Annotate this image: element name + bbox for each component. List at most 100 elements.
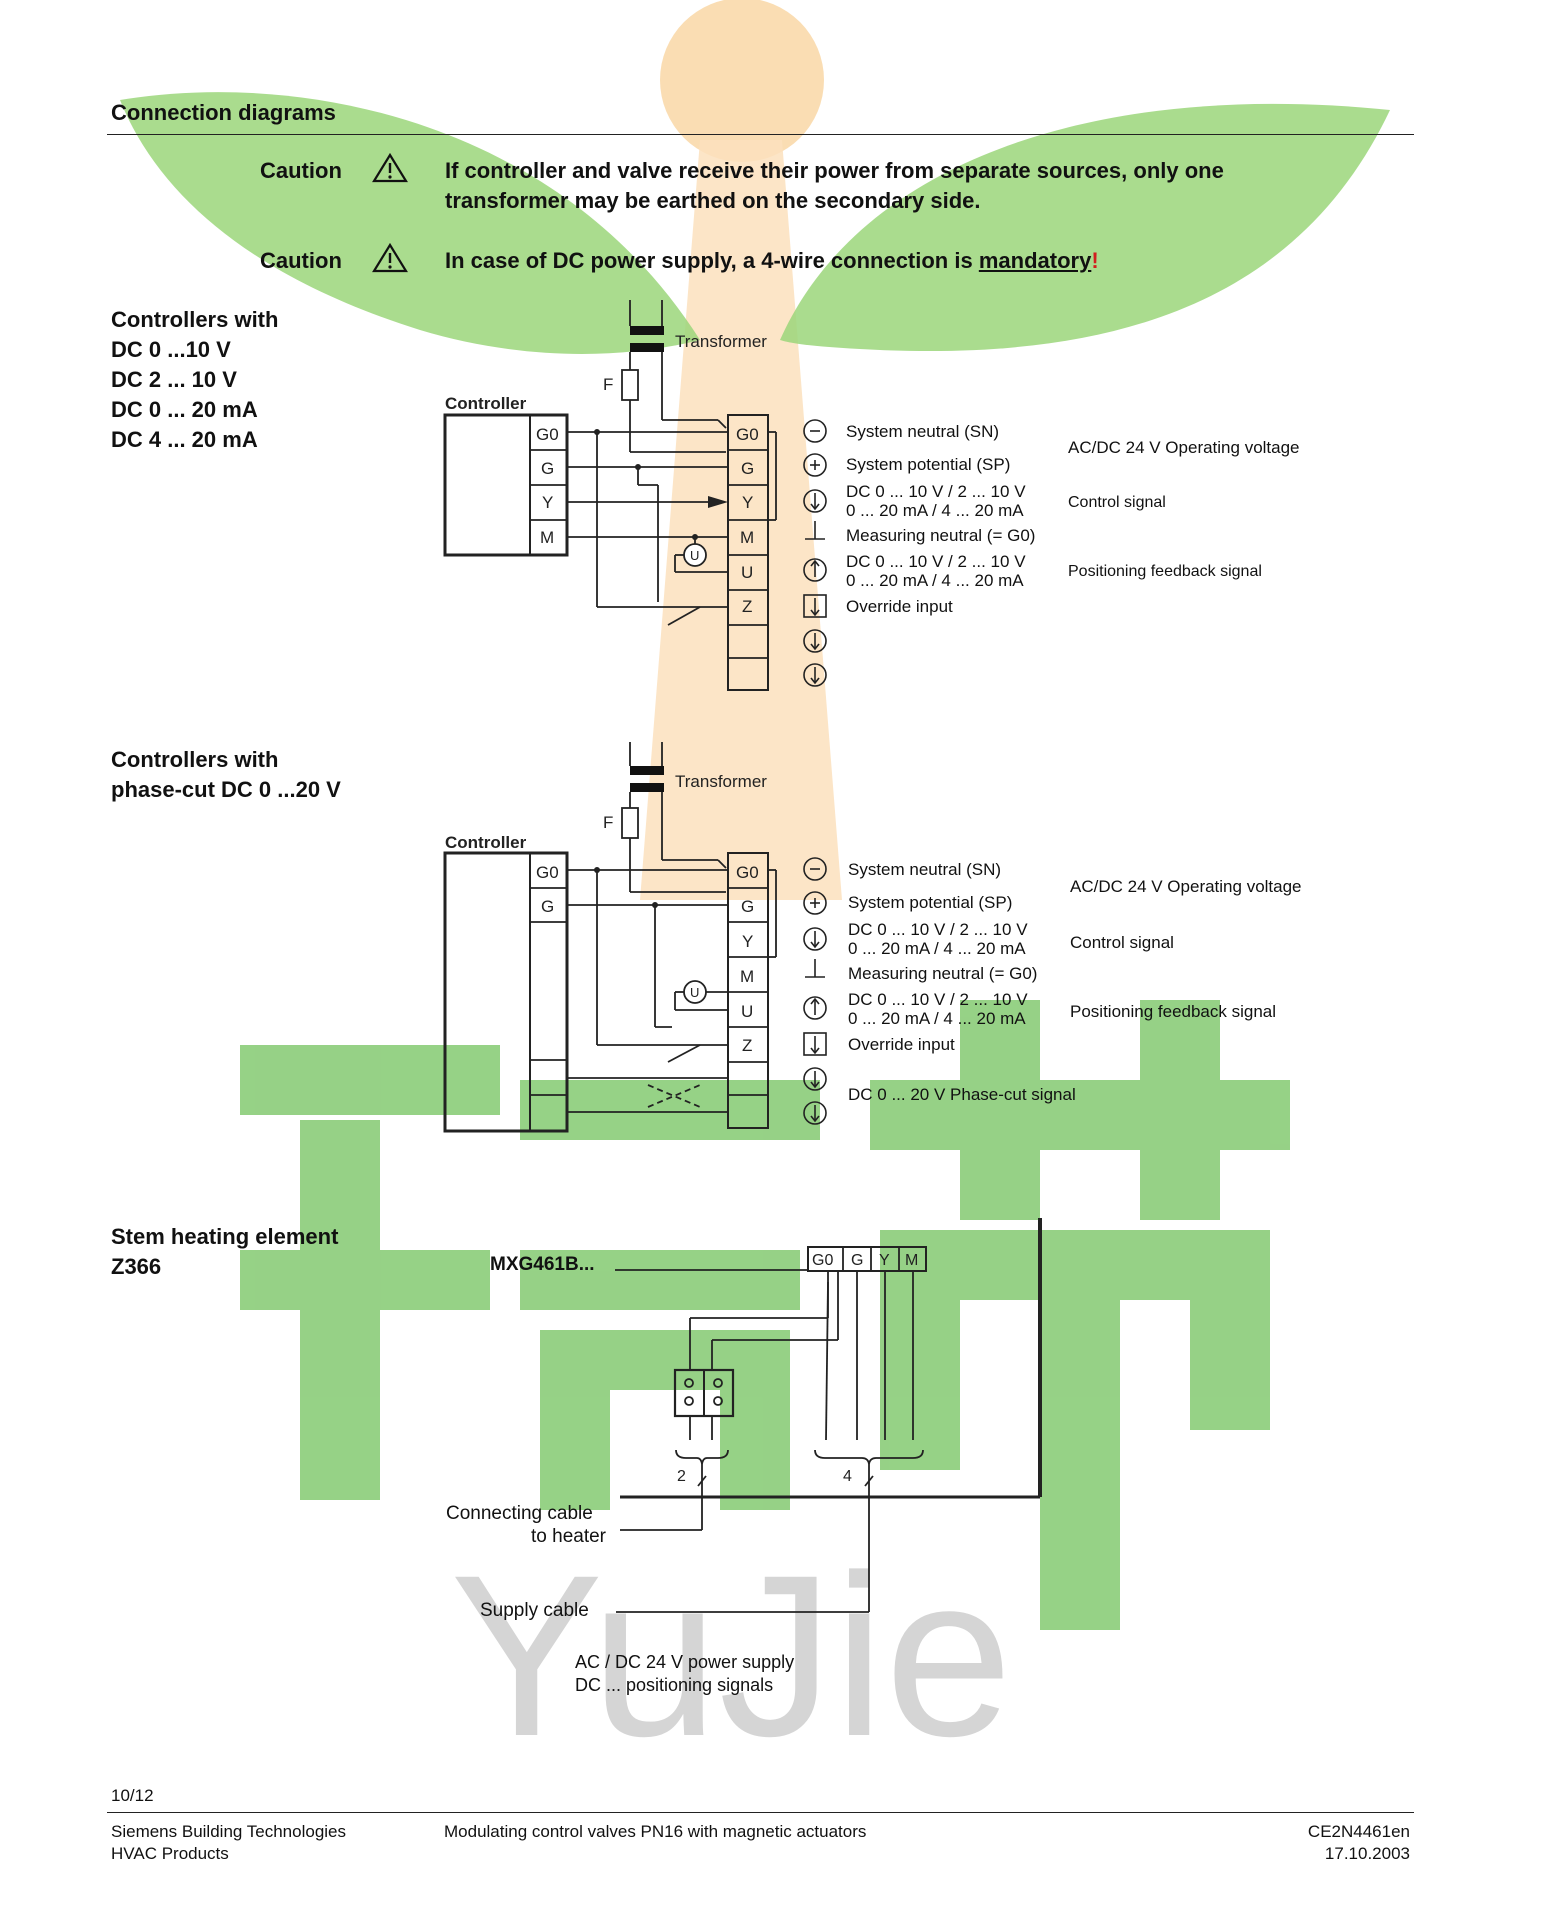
input-arrow-icon — [803, 1101, 827, 1125]
legend1-control-2: 0 ... 20 mA / 4 ... 20 mA — [846, 501, 1024, 520]
heater-count: 2 — [677, 1468, 686, 1485]
caution-label-1: Caution — [260, 158, 342, 183]
section1-heading-2: DC 0 ...10 V — [111, 337, 231, 362]
legend2-control-1: DC 0 ... 10 V / 2 ... 10 V — [848, 920, 1028, 939]
caution-text-2: In case of DC power supply, a 4-wire con… — [445, 246, 1099, 276]
footer-company-1: Siemens Building Technologies — [111, 1822, 347, 1841]
legend1-sp: System potential (SP) — [846, 455, 1011, 474]
watermark-chinese-glyphs — [240, 1000, 1290, 1630]
output-arrow-icon — [803, 996, 827, 1020]
controller-terminal-g: G — [541, 897, 554, 916]
controller-terminal-g: G — [541, 459, 554, 478]
legend2-feedback-2: 0 ... 20 mA / 4 ... 20 mA — [848, 1009, 1026, 1028]
legend1-measuring: Measuring neutral (= G0) — [846, 526, 1036, 545]
section1-heading-5: DC 4 ... 20 mA — [111, 427, 258, 452]
legend2-measuring: Measuring neutral (= G0) — [848, 964, 1038, 983]
power-line-2: DC ... positioning signals — [575, 1675, 774, 1695]
watermark-leaf-right — [780, 103, 1390, 352]
caution-emphasis: mandatory — [978, 248, 1092, 273]
controller-label: Controller — [445, 394, 527, 413]
legend2-control-2: 0 ... 20 mA / 4 ... 20 mA — [848, 939, 1026, 958]
input-arrow-icon — [803, 927, 827, 951]
legend2-feedback-1: DC 0 ... 10 V / 2 ... 10 V — [848, 990, 1028, 1009]
legend2-override: Override input — [848, 1035, 955, 1054]
valve-terminal-z: Z — [742, 597, 752, 616]
transformer-label: Transformer — [675, 332, 767, 351]
minus-icon — [803, 419, 827, 443]
group1-operating: AC/DC 24 V Operating voltage — [1068, 438, 1300, 457]
valve-terminal-g: G — [741, 897, 754, 916]
valve-terminal-z: Z — [742, 1036, 752, 1055]
group2-operating: AC/DC 24 V Operating voltage — [1070, 877, 1302, 896]
valve-terminal-m: M — [740, 528, 754, 547]
input-arrow-icon — [803, 629, 827, 653]
footer-date: 17.10.2003 — [1324, 1844, 1410, 1863]
supply-count: 4 — [843, 1468, 852, 1485]
terminal-y: Y — [879, 1252, 890, 1269]
input-arrow-icon — [803, 1067, 827, 1091]
valve-terminal-y: Y — [742, 932, 753, 951]
controller-label: Controller — [445, 833, 527, 852]
plus-icon — [803, 891, 827, 915]
valve-terminal-m: M — [740, 967, 754, 986]
power-line-1: AC / DC 24 V power supply — [575, 1652, 795, 1672]
section2-heading-1: Controllers with — [111, 747, 279, 772]
terminal-m: M — [905, 1252, 918, 1269]
override-icon — [803, 594, 827, 618]
controller-terminal-y: Y — [542, 493, 553, 512]
legend2-sn: System neutral (SN) — [848, 860, 1002, 879]
warning-icon — [372, 152, 408, 183]
valve-terminal-y: Y — [742, 493, 753, 512]
connecting-cable-1: Connecting cable — [446, 1503, 593, 1524]
valve-terminal-g0: G0 — [736, 863, 759, 882]
minus-icon — [803, 857, 827, 881]
legend1-feedback-1: DC 0 ... 10 V / 2 ... 10 V — [846, 552, 1026, 571]
section1-heading-3: DC 2 ... 10 V — [111, 367, 237, 392]
valve-terminal-u: U — [741, 563, 753, 582]
page-number: 10/12 — [111, 1786, 154, 1805]
group2-control: Control signal — [1070, 933, 1174, 952]
footer-doc-title: Modulating control valves PN16 with magn… — [444, 1822, 867, 1841]
transformer-label: Transformer — [675, 772, 767, 791]
legend1-control-1: DC 0 ... 10 V / 2 ... 10 V — [846, 482, 1026, 501]
fuse-label: F — [603, 375, 613, 394]
section3-heading-2: Z366 — [111, 1254, 162, 1279]
watermark-leaf-left — [120, 92, 700, 354]
valve-terminal-u: U — [741, 1002, 753, 1021]
group1-control: Control signal — [1068, 494, 1166, 511]
controller-terminal-m: M — [540, 528, 554, 547]
meter-label: U — [690, 548, 699, 563]
input-arrow-icon — [803, 663, 827, 687]
header-rule — [107, 134, 1414, 135]
plus-icon — [803, 453, 827, 477]
footer-doc-number: CE2N4461en — [1307, 1822, 1410, 1841]
terminal-g: G — [851, 1252, 863, 1269]
fuse-label: F — [603, 813, 613, 832]
connecting-cable-2: to heater — [531, 1526, 606, 1547]
footer-company-2: HVAC Products — [111, 1844, 229, 1863]
watermark-brand: YuJie — [450, 1527, 1013, 1784]
legend1-feedback-2: 0 ... 20 mA / 4 ... 20 mA — [846, 571, 1024, 590]
override-icon — [803, 1032, 827, 1056]
page-title: Connection diagrams — [111, 100, 336, 125]
section3-heading-1: Stem heating element — [111, 1224, 339, 1249]
group1-feedback: Positioning feedback signal — [1068, 563, 1262, 580]
legend-symbols-1 — [803, 419, 827, 687]
meter-label: U — [690, 985, 699, 1000]
section1-heading-1: Controllers with — [111, 307, 279, 332]
footer-rule — [107, 1812, 1414, 1813]
legend2-sp: System potential (SP) — [848, 893, 1013, 912]
supply-cable-label: Supply cable — [480, 1600, 589, 1621]
ground-icon — [805, 959, 825, 978]
group2-feedback: Positioning feedback signal — [1070, 1002, 1277, 1021]
watermark-sun — [660, 0, 824, 162]
valve-terminal-g: G — [741, 459, 754, 478]
input-arrow-icon — [803, 489, 827, 513]
controller-terminal-g0: G0 — [536, 863, 559, 882]
legend-symbols-2 — [803, 857, 827, 1125]
